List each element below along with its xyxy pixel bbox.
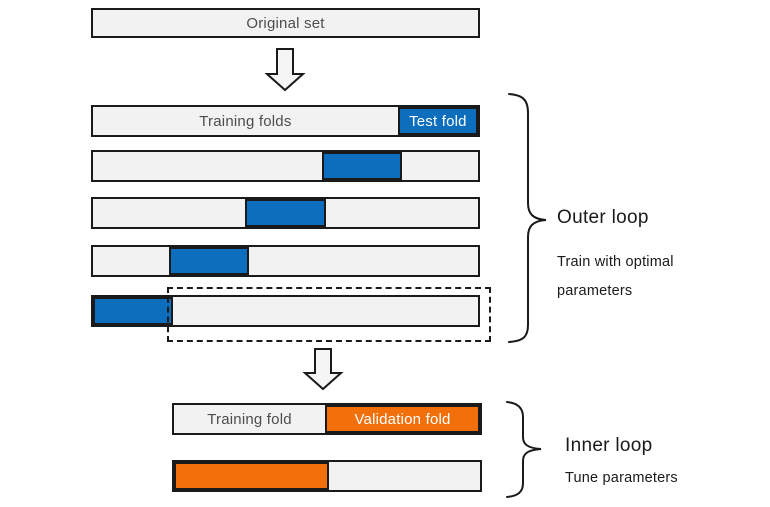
fold-segment-label: Training folds: [199, 112, 292, 130]
fold-segment-train: [325, 199, 479, 227]
fold-segment-train: [93, 152, 322, 180]
fold-segment-train: Training fold: [174, 405, 325, 433]
outer-fold-bar-5: [91, 295, 480, 327]
down-arrow-icon: [302, 348, 344, 391]
outer-fold-bar-3: [91, 197, 480, 229]
outer-loop-title: Outer loop: [557, 207, 649, 228]
inner-fold-bar-2: [172, 460, 482, 492]
fold-segment-validation: [174, 462, 329, 490]
outer-loop-brace: [508, 93, 547, 343]
fold-segment-test: Test fold: [397, 107, 478, 135]
fold-segment-train: [401, 152, 478, 180]
fold-segment-train: [93, 247, 170, 275]
outer-fold-bar-1: Training folds Test fold: [91, 105, 480, 137]
outer-fold-bar-4: [91, 245, 480, 277]
outer-fold-bar-2: [91, 150, 480, 182]
fold-segment-validation: Validation fold: [325, 405, 480, 433]
fold-segment-label: Test fold: [409, 112, 467, 130]
inner-loop-title: Inner loop: [565, 435, 653, 456]
inner-loop-subtitle: Tune parameters: [565, 470, 678, 486]
fold-segment-train: [173, 297, 478, 325]
fold-segment-label: Training fold: [207, 410, 292, 428]
original-set-box: Original set: [91, 8, 480, 38]
fold-segment-train: [93, 199, 246, 227]
fold-segment-test: [93, 297, 174, 325]
inner-loop-brace: [506, 401, 542, 498]
original-set-label: Original set: [246, 14, 325, 32]
fold-segment-test: [169, 247, 250, 275]
inner-fold-bar-1: Training fold Validation fold: [172, 403, 482, 435]
fold-segment-label: Validation fold: [354, 410, 451, 428]
fold-segment-train: Training folds: [93, 107, 398, 135]
fold-segment-test: [245, 199, 326, 227]
selected-training-folds-outline: [167, 287, 491, 342]
outer-loop-subtitle: Train with optimal parameters: [557, 254, 674, 299]
fold-segment-train: [249, 247, 478, 275]
down-arrow-icon: [264, 48, 306, 92]
fold-segment-test: [321, 152, 402, 180]
fold-segment-train: [329, 462, 480, 490]
